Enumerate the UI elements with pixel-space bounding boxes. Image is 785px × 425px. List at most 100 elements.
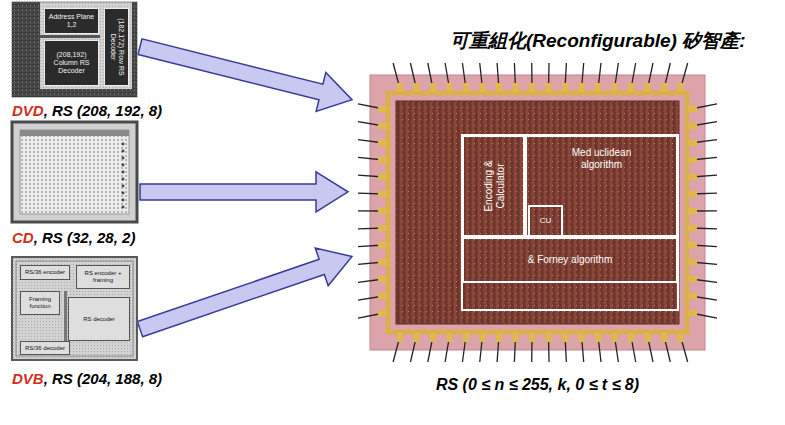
bond-pad <box>378 174 387 180</box>
block-label: Med uclidean algorithm <box>562 147 642 170</box>
bond-pad <box>378 157 387 163</box>
chip-block: & Forney algorithm <box>462 237 678 283</box>
chip-block: Encoding & Calculator <box>462 135 525 237</box>
chip-block: (208,192) Column RS Decoder <box>44 40 99 86</box>
chip-block: Address Plane 1,2 <box>44 8 99 34</box>
bond-pad <box>688 242 697 248</box>
chip-region <box>40 89 137 97</box>
chip-dot <box>122 192 125 195</box>
bond-pad <box>688 123 697 129</box>
bond-pad <box>688 106 697 112</box>
chip-caption: DVD, RS (208, 192, 8) <box>12 102 162 119</box>
chip-dot <box>122 171 125 174</box>
bond-pad <box>378 191 387 197</box>
chip-block: Framing function <box>20 291 60 315</box>
bond-pad <box>463 333 469 342</box>
bond-pad <box>480 83 486 92</box>
bond-pad <box>678 83 684 92</box>
bond-pad <box>661 83 667 92</box>
bond-pad <box>463 83 469 92</box>
bond-pad <box>378 123 387 129</box>
chip-dot <box>122 164 125 167</box>
block-label: CU <box>540 216 552 225</box>
bond-pad <box>688 174 697 180</box>
bond-pad <box>496 333 502 342</box>
chip-dot <box>122 178 125 181</box>
block-label: Encoding & Calculator <box>482 138 505 234</box>
chip-region <box>462 135 678 310</box>
chip-region <box>12 2 137 97</box>
format-name: DVB <box>12 370 44 387</box>
chip-block: RS decoder <box>68 297 130 341</box>
chip-region <box>388 93 687 332</box>
bond-pad <box>579 333 585 342</box>
chip-dot <box>122 143 125 146</box>
bond-pad <box>378 310 387 316</box>
chip-region <box>132 2 137 97</box>
bond-pad <box>688 225 697 231</box>
bond-pad <box>529 333 535 342</box>
block-label: RS encoder + framing <box>78 270 128 283</box>
bond-pad <box>688 293 697 299</box>
block-label: (208,192) Column RS Decoder <box>47 51 96 74</box>
bond-pad <box>397 333 403 342</box>
bond-pad <box>378 225 387 231</box>
chip-block: CU <box>528 205 563 237</box>
bond-pad <box>414 83 420 92</box>
bond-pad <box>688 310 697 316</box>
chip-region <box>370 75 705 350</box>
bond-pad <box>612 333 618 342</box>
bond-pad <box>480 333 486 342</box>
chip-region <box>396 101 679 324</box>
bond-pad <box>378 106 387 112</box>
bond-pad <box>447 333 453 342</box>
bond-pad <box>546 333 552 342</box>
bond-pad <box>579 83 585 92</box>
cd-chip-art <box>12 122 137 222</box>
chip-block: RS encoder + framing <box>76 265 130 289</box>
format-name: CD <box>12 229 34 246</box>
block-arrow <box>138 39 352 111</box>
bond-pad <box>378 208 387 214</box>
bond-pad <box>378 276 387 282</box>
bond-pad <box>595 83 601 92</box>
bond-pad <box>513 333 519 342</box>
bond-pad <box>513 83 519 92</box>
bond-pad <box>678 333 684 342</box>
bond-pad <box>688 208 697 214</box>
bond-pad <box>645 83 651 92</box>
ip-chip-art <box>370 75 705 350</box>
chip-region <box>20 130 129 136</box>
chip-die: DVD, RS (208, 192, 8)Address Plane 1,2(2… <box>12 2 137 97</box>
format-name: DVD <box>12 102 44 119</box>
bond-pad <box>546 83 552 92</box>
chip-caption: DVB, RS (204, 188, 8) <box>12 370 162 387</box>
chip-dot <box>122 150 125 153</box>
bond-pad <box>595 333 601 342</box>
bond-pad <box>688 140 697 146</box>
bond-pad <box>612 83 618 92</box>
bond-pad <box>562 333 568 342</box>
chip-block: RS/36 decoder <box>20 341 70 355</box>
bond-pad <box>378 242 387 248</box>
bond-pad <box>628 83 634 92</box>
block-arrow <box>137 248 352 337</box>
bond-pad <box>628 333 634 342</box>
chip-block: RS/36 encoder <box>20 265 70 280</box>
chip-dot <box>122 157 125 160</box>
chip-caption: RS (0 ≤ n ≤ 255, k, 0 ≤ t ≤ 8) <box>436 376 639 394</box>
bond-pad <box>378 140 387 146</box>
chip-block: (182,172) Row RS Decoder <box>104 8 129 86</box>
block-label: & Forney algorithm <box>528 254 612 266</box>
chip-region <box>12 122 137 222</box>
bond-pad <box>661 333 667 342</box>
bond-pad <box>496 83 502 92</box>
bond-wires <box>358 63 717 362</box>
bond-pad <box>529 83 535 92</box>
chip-region <box>12 2 40 97</box>
block-label: Framing function <box>22 296 58 309</box>
bond-pad <box>430 333 436 342</box>
chip-die: DVB, RS (204, 188, 8)RS/36 encoderRS enc… <box>12 257 137 360</box>
bond-pad <box>688 259 697 265</box>
code-params: , RS (208, 192, 8) <box>44 102 162 119</box>
